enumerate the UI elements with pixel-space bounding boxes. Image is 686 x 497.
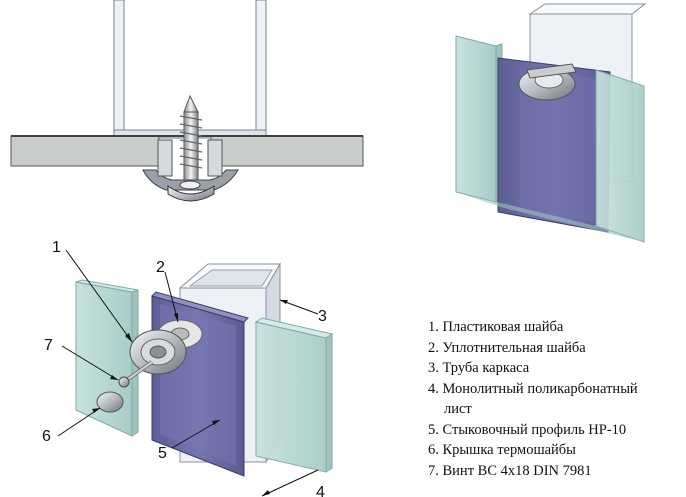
legend-item-polycarbonate-sheet: 4. Монолитный поликарбонатный [428, 380, 638, 397]
section-tube-wall-left [113, 0, 125, 141]
callout-1: 1 [52, 239, 61, 256]
callout-5: 5 [158, 445, 167, 462]
legend-item-frame-tube: 3. Труба каркаса [428, 360, 530, 376]
legend-item-screw: 7. Винт ВС 4х18 DIN 7981 [428, 462, 592, 479]
section-tube-wall-right [255, 0, 267, 141]
section-sheet-left [10, 135, 160, 167]
section-screw [179, 94, 203, 183]
legend-item-connecting-profile: 5. Стыковочный профиль НР-10 [428, 421, 627, 438]
legend-item-plastic-washer: 1. Пластиковая шайба [428, 319, 564, 335]
legend-item-washer-cap: 6. Крышка термошайбы [428, 442, 576, 458]
assembled-view [455, 3, 647, 243]
exploded-cap [96, 391, 124, 413]
exploded-sheet-right [255, 321, 327, 473]
section-washer [142, 169, 239, 191]
assembled-washer [518, 63, 577, 101]
section-sheet-right [210, 135, 364, 167]
exploded-view: 1 2 3 4 5 6 7 [42, 239, 334, 497]
callout-4: 4 [316, 484, 325, 497]
parts-legend: 1. Пластиковая шайба 2. Уплотнительная ш… [428, 317, 683, 481]
exploded-sheet-left [75, 281, 133, 437]
callout-3: 3 [318, 308, 327, 325]
exploded-plastic-washer [129, 329, 187, 375]
assembled-sheet-left [455, 35, 497, 203]
callout-7: 7 [44, 337, 53, 354]
exploded-screw [118, 360, 154, 388]
legend-item-sealing-washer: 2. Уплотнительная шайба [428, 339, 586, 356]
cross-section-view [10, 0, 364, 202]
callout-6: 6 [42, 428, 51, 445]
section-cap [167, 185, 215, 202]
legend-item-polycarbonate-sheet-cont: лист [444, 401, 472, 417]
assembled-sheet-right [595, 69, 645, 243]
callout-2: 2 [156, 259, 165, 276]
